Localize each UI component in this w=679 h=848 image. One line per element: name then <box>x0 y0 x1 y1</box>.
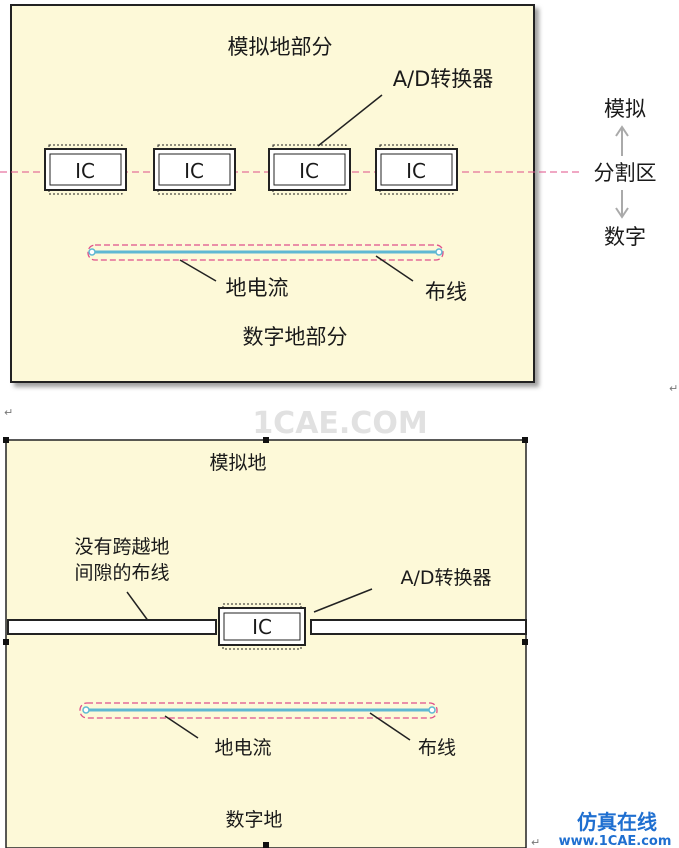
bottom-digital-title: 数字地 <box>225 809 282 831</box>
right-digital-label: 数字 <box>604 225 646 249</box>
selection-handle <box>522 437 528 443</box>
top-adc-label: A/D转换器 <box>393 67 494 91</box>
top-digital-title: 数字地部分 <box>243 325 348 349</box>
bottom-adc-leader <box>313 588 373 613</box>
top-adc-leader <box>317 94 383 147</box>
corner-watermark-url: www.1CAE.com <box>559 834 672 848</box>
top-trace-leader <box>375 255 414 282</box>
bottom-diagram: 模拟地 没有跨越地 间隙的布线 A/D转换器 IC 地电流 布线 数字地 <box>3 437 528 848</box>
trace-end <box>82 706 90 714</box>
top-ground-current-loop <box>87 244 444 261</box>
bottom-trace-leader <box>369 712 411 741</box>
ic-label: IC <box>252 615 272 639</box>
right-partition-label: 分割区 <box>594 161 657 185</box>
selection-handle <box>522 639 528 645</box>
ic-chip: IC <box>153 144 236 195</box>
paragraph-mark: ↵ <box>531 836 540 848</box>
corner-watermark-title: 仿真在线 <box>577 810 657 834</box>
bottom-analog-title: 模拟地 <box>209 452 266 474</box>
trace-end <box>435 248 443 256</box>
bottom-ground-current-loop <box>79 702 438 719</box>
trace-end <box>428 706 436 714</box>
top-diagram: 模拟地部分 A/D转换器 IC IC IC <box>0 4 657 383</box>
ic-label: IC <box>406 159 426 183</box>
top-trace-label: 布线 <box>425 280 467 304</box>
down-arrow-icon <box>615 190 629 219</box>
no-cross-leader <box>126 591 150 623</box>
ic-chip: IC <box>218 603 306 650</box>
ic-label: IC <box>184 159 204 183</box>
center-watermark: 1CAE.COM <box>252 406 427 441</box>
paragraph-mark: ↵ <box>4 406 13 419</box>
top-analog-title: 模拟地部分 <box>228 35 333 59</box>
bottom-trace-label: 布线 <box>418 737 456 759</box>
ground-gap-right <box>310 619 527 635</box>
no-cross-label-line2: 间隙的布线 <box>74 562 169 584</box>
top-current-leader <box>179 259 217 282</box>
ground-gap-left <box>7 619 217 635</box>
bottom-current-leader <box>164 715 199 739</box>
ic-chip: IC <box>375 144 458 195</box>
selection-handle <box>263 842 269 848</box>
ic-chip: IC <box>44 144 127 195</box>
paragraph-mark: ↵ <box>669 382 678 395</box>
selection-handle <box>3 437 9 443</box>
ic-label: IC <box>299 159 319 183</box>
selection-handle <box>263 437 269 443</box>
selection-handle <box>3 639 9 645</box>
bottom-adc-label: A/D转换器 <box>400 567 491 589</box>
ic-chip: IC <box>268 144 351 195</box>
no-cross-label-line1: 没有跨越地 <box>74 536 169 558</box>
top-ground-current-label: 地电流 <box>226 276 289 300</box>
trace-end <box>88 248 96 256</box>
right-analog-label: 模拟 <box>604 97 646 121</box>
ic-label: IC <box>75 159 95 183</box>
up-arrow-icon <box>615 125 629 156</box>
bottom-ground-current-label: 地电流 <box>214 737 271 759</box>
